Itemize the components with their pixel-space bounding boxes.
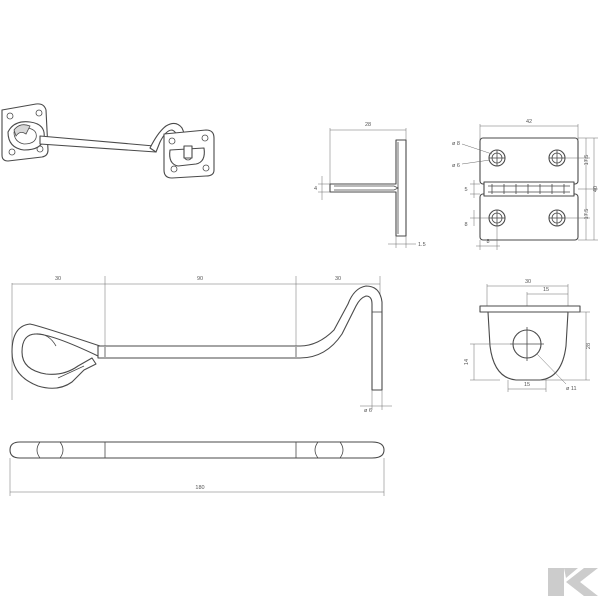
hole-center-label: 14 xyxy=(464,359,470,365)
hook-right-length-label: 30 xyxy=(335,276,341,282)
total-height-label: 40 xyxy=(593,186,599,192)
hole-upper-right xyxy=(548,149,566,167)
hole-small-label: ø 6 xyxy=(452,163,460,169)
plate-width-label: 42 xyxy=(526,119,532,125)
eye-plate-view: 30 15 28 14 15 ø 11 xyxy=(464,279,592,392)
side-width-label: 28 xyxy=(365,122,371,128)
hook-top-view: 180 xyxy=(9,441,385,496)
eye-height-label: 28 xyxy=(586,343,592,349)
hole-spacing-upper-label: 17.5 xyxy=(584,155,590,166)
plate-front-view: 42 ø 8 ø 6 xyxy=(452,119,599,250)
hole-offset-label: 8 xyxy=(464,222,467,228)
side-plate-label: 1.5 xyxy=(418,242,426,248)
hole-lower-right xyxy=(548,209,566,227)
hook-wire-label: ø 6 xyxy=(364,408,372,414)
eye-half-width-label: 15 xyxy=(543,287,549,293)
eye-width-label: 30 xyxy=(525,279,531,285)
eye-hole-label: ø 11 xyxy=(566,386,577,392)
hole-left-label: 8 xyxy=(486,239,489,245)
side-thickness-label: 4 xyxy=(314,186,317,192)
product-isometric-view xyxy=(1,103,215,179)
k-logo-icon xyxy=(548,568,598,596)
hook-left-length-label: 30 xyxy=(55,276,61,282)
hook-side-view: 30 90 30 ø 6 xyxy=(11,276,392,414)
gap-label: 5 xyxy=(464,187,467,193)
hook-total-length-label: 180 xyxy=(195,485,204,491)
hole-large-label: ø 8 xyxy=(452,141,460,147)
side-view: 28 4 1.5 xyxy=(314,122,426,248)
bottom-width-label: 15 xyxy=(524,382,530,388)
hole-lower-left xyxy=(488,209,506,227)
hole-upper-left xyxy=(488,149,506,167)
hole-spacing-lower-label: 17.5 xyxy=(584,209,590,220)
hook-mid-length-label: 90 xyxy=(197,276,203,282)
